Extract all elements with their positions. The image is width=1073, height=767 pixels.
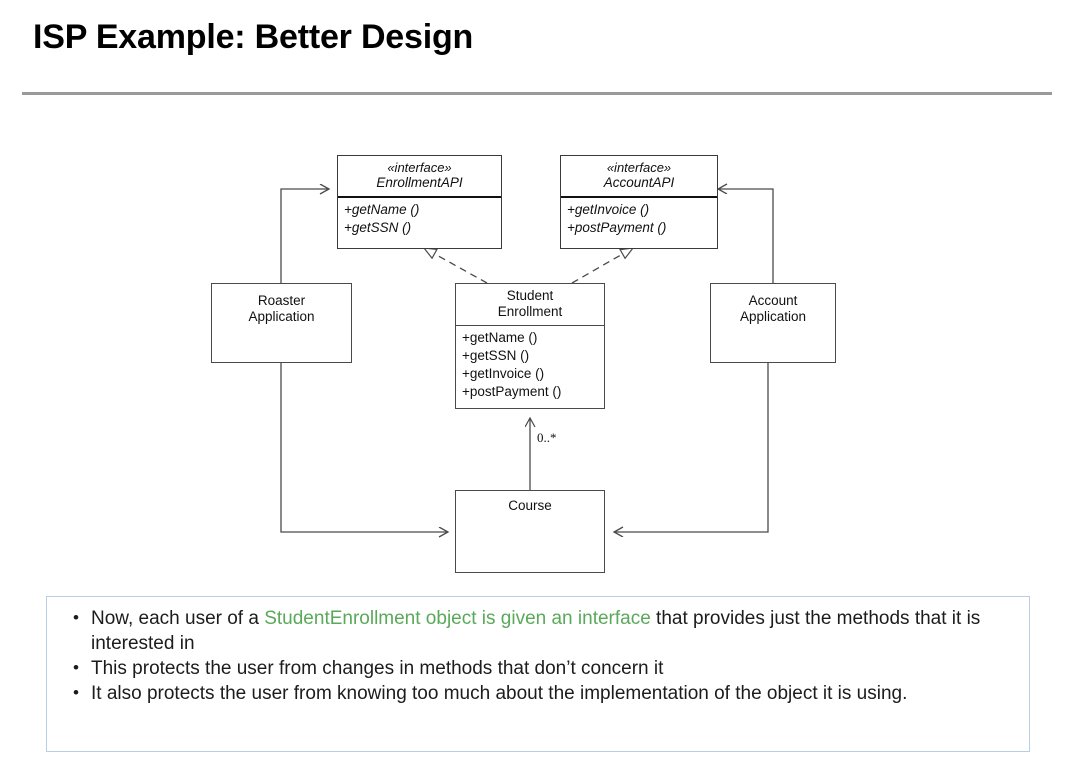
method-item: +getName (): [462, 329, 538, 345]
connector-realization-enrollmentapi: [422, 247, 488, 284]
list-item: • Now, each user of a StudentEnrollment …: [61, 606, 1015, 656]
connector-roaster-to-course: [280, 363, 448, 532]
notes-panel: • Now, each user of a StudentEnrollment …: [46, 596, 1030, 752]
connector-accountapp-to-accountapi: [718, 189, 774, 283]
class-methods-student-enrollment: +getName () +getSSN () +getInvoice () +p…: [456, 326, 604, 405]
connector-realization-accountapi: [571, 247, 635, 284]
stereotype-label: «interface»: [387, 160, 452, 175]
bullet-text: It also protects the user from knowing t…: [91, 683, 908, 705]
class-header-student-enrollment: Student Enrollment: [456, 284, 604, 326]
bullet-text-highlight: StudentEnrollment object is given an int…: [264, 608, 651, 629]
method-item: +postPayment (): [567, 220, 667, 236]
class-box-student-enrollment[interactable]: Student Enrollment +getName () +getSSN (…: [455, 283, 605, 409]
class-name-line1: Student: [506, 288, 554, 303]
diagram-connectors: [280, 100, 774, 590]
component-name-line2: Application: [248, 309, 315, 325]
component-label-account: Account Application: [711, 284, 835, 362]
bullet-icon: •: [73, 608, 79, 627]
method-item: +postPayment (): [462, 383, 562, 399]
bullet-text-post: that provides just the methods that it i…: [91, 608, 981, 655]
method-item: +getSSN (): [462, 347, 530, 363]
class-box-course[interactable]: Course: [455, 490, 605, 573]
interface-box-account-api[interactable]: «interface» AccountAPI +getInvoice () +p…: [560, 155, 718, 249]
component-name-line1: Account: [748, 293, 798, 308]
interface-box-enrollment-api[interactable]: «interface» EnrollmentAPI +getName () +g…: [337, 155, 502, 249]
class-name-line2: Enrollment: [497, 303, 563, 319]
connector-accountapp-to-course: [614, 363, 769, 532]
component-box-roaster-application[interactable]: Roaster Application: [211, 283, 352, 363]
bullet-text: This protects the user from changes in m…: [91, 658, 664, 680]
bullet-icon: •: [73, 658, 79, 678]
component-name-line2: Application: [739, 309, 807, 325]
class-name-course: Course: [508, 498, 552, 513]
title-divider: [22, 92, 1052, 95]
interface-name: EnrollmentAPI: [376, 175, 463, 191]
interface-name: AccountAPI: [603, 175, 675, 191]
stereotype-label: «interface»: [606, 160, 672, 175]
page-title: ISP Example: Better Design: [33, 18, 474, 56]
list-item: • It also protects the user from knowing…: [61, 681, 1015, 706]
bullet-text: Now, each user of a StudentEnrollment ob…: [91, 606, 1015, 656]
bullet-icon: •: [73, 683, 79, 703]
interface-methods-enrollment-api: +getName () +getSSN (): [338, 198, 501, 241]
component-label-roaster: Roaster Application: [212, 284, 351, 362]
component-name-line1: Roaster: [257, 293, 306, 308]
bullet-text-pre: Now, each user of a: [91, 608, 265, 629]
interface-header-account-api: «interface» AccountAPI: [561, 156, 717, 199]
uml-class-diagram: «interface» EnrollmentAPI +getName () +g…: [0, 100, 1073, 590]
list-item: • This protects the user from changes in…: [61, 656, 1015, 681]
method-item: +getInvoice (): [462, 365, 545, 381]
method-item: +getSSN (): [344, 220, 412, 236]
interface-header-enrollment-api: «interface» EnrollmentAPI: [338, 156, 501, 199]
class-name-course-wrap: Course: [456, 491, 604, 572]
interface-methods-account-api: +getInvoice () +postPayment (): [561, 198, 717, 241]
method-item: +getName (): [344, 202, 420, 218]
method-item: +getInvoice (): [567, 202, 650, 218]
multiplicity-label: 0..*: [537, 430, 557, 445]
connector-roaster-to-enrollmentapi: [280, 189, 329, 283]
component-box-account-application[interactable]: Account Application: [710, 283, 836, 363]
